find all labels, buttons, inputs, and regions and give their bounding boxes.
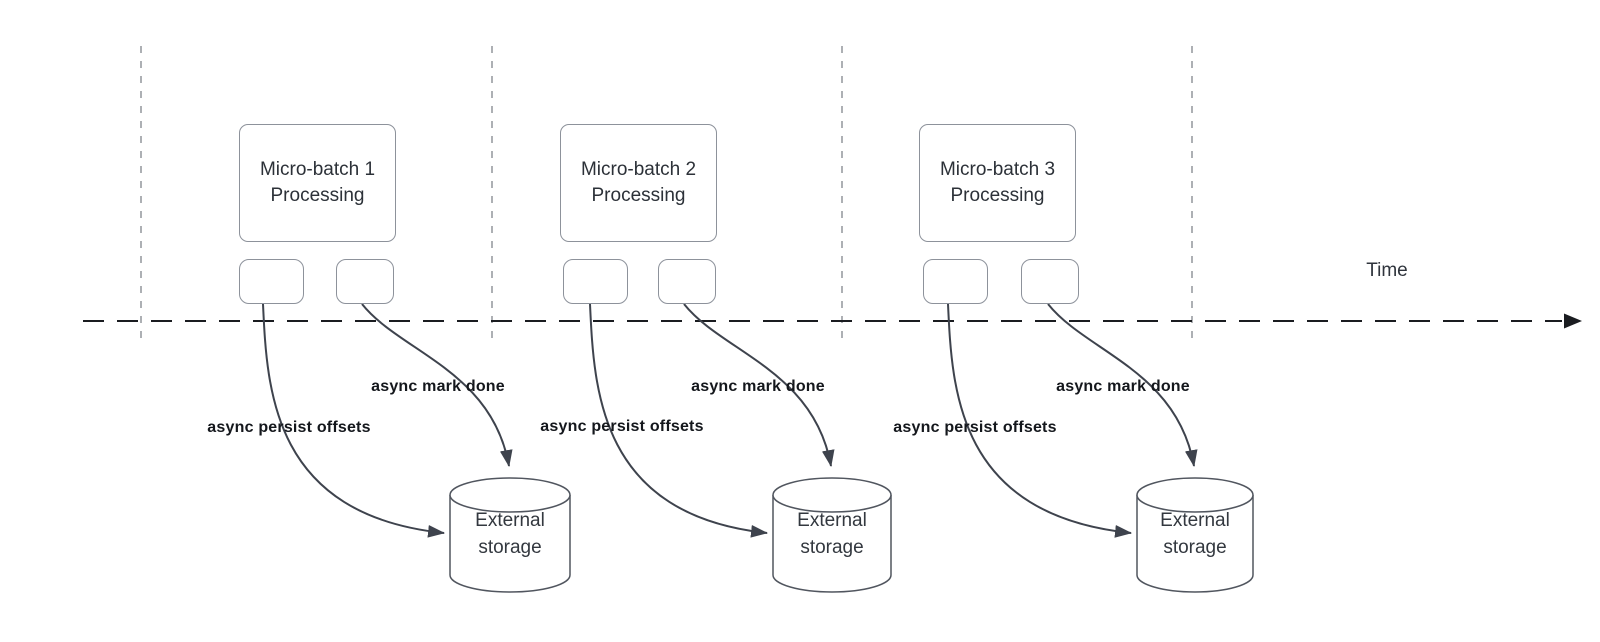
external-storage-label-1-line2: storage (478, 537, 542, 558)
persist-offsets-arrow-1 (262, 303, 446, 538)
micro-batch-3-title-line2: Processing (950, 185, 1045, 206)
mark-done-label-2: async mark done (691, 378, 825, 395)
mark-done-arrow-2 (683, 303, 835, 468)
persist-offsets-task-box-2 (563, 259, 628, 304)
external-storage-label-3-line1: External (1160, 510, 1230, 531)
micro-batch-2-processing-box: Micro-batch 2 Processing (560, 124, 717, 242)
persist-offsets-arrow-2 (589, 303, 769, 538)
mark-done-task-box-3 (1021, 259, 1079, 304)
external-storage-cylinder-3 (1136, 477, 1254, 593)
micro-batch-1-processing-box: Micro-batch 1 Processing (239, 124, 396, 242)
persist-offsets-label-2: async persist offsets (540, 418, 704, 435)
time-axis-label: Time (1366, 260, 1408, 281)
mark-done-task-box-1 (336, 259, 394, 304)
micro-batch-3-title-line1: Micro-batch 3 (939, 159, 1056, 180)
external-storage-label-1: External storage (440, 507, 580, 561)
micro-batch-3-processing-box: Micro-batch 3 Processing (919, 124, 1076, 242)
persist-offsets-task-box-3 (923, 259, 988, 304)
mark-done-label-3: async mark done (1056, 378, 1190, 395)
external-storage-cylinder-1 (449, 477, 571, 593)
mark-done-arrow-3 (1047, 303, 1198, 468)
micro-batch-1-title-line2: Processing (270, 185, 365, 206)
external-storage-cylinder-2 (772, 477, 892, 593)
micro-batch-2-title-line1: Micro-batch 2 (580, 159, 697, 180)
persist-offsets-label-1: async persist offsets (207, 419, 371, 436)
external-storage-label-1-line1: External (475, 510, 545, 531)
micro-batch-2-title-line2: Processing (591, 185, 686, 206)
external-storage-label-2-line1: External (797, 510, 867, 531)
external-storage-label-3: External storage (1125, 507, 1265, 561)
external-storage-label-2-line2: storage (800, 537, 864, 558)
time-axis-arrowhead-icon (1564, 313, 1582, 329)
mark-done-arrow-1 (361, 303, 513, 468)
mark-done-task-box-2 (658, 259, 716, 304)
micro-batch-1-title-line1: Micro-batch 1 (259, 159, 376, 180)
external-storage-label-3-line2: storage (1163, 537, 1227, 558)
persist-offsets-label-3: async persist offsets (893, 419, 1057, 436)
external-storage-label-2: External storage (762, 507, 902, 561)
mark-done-label-1: async mark done (371, 378, 505, 395)
persist-offsets-arrow-3 (947, 303, 1133, 538)
persist-offsets-task-box-1 (239, 259, 304, 304)
